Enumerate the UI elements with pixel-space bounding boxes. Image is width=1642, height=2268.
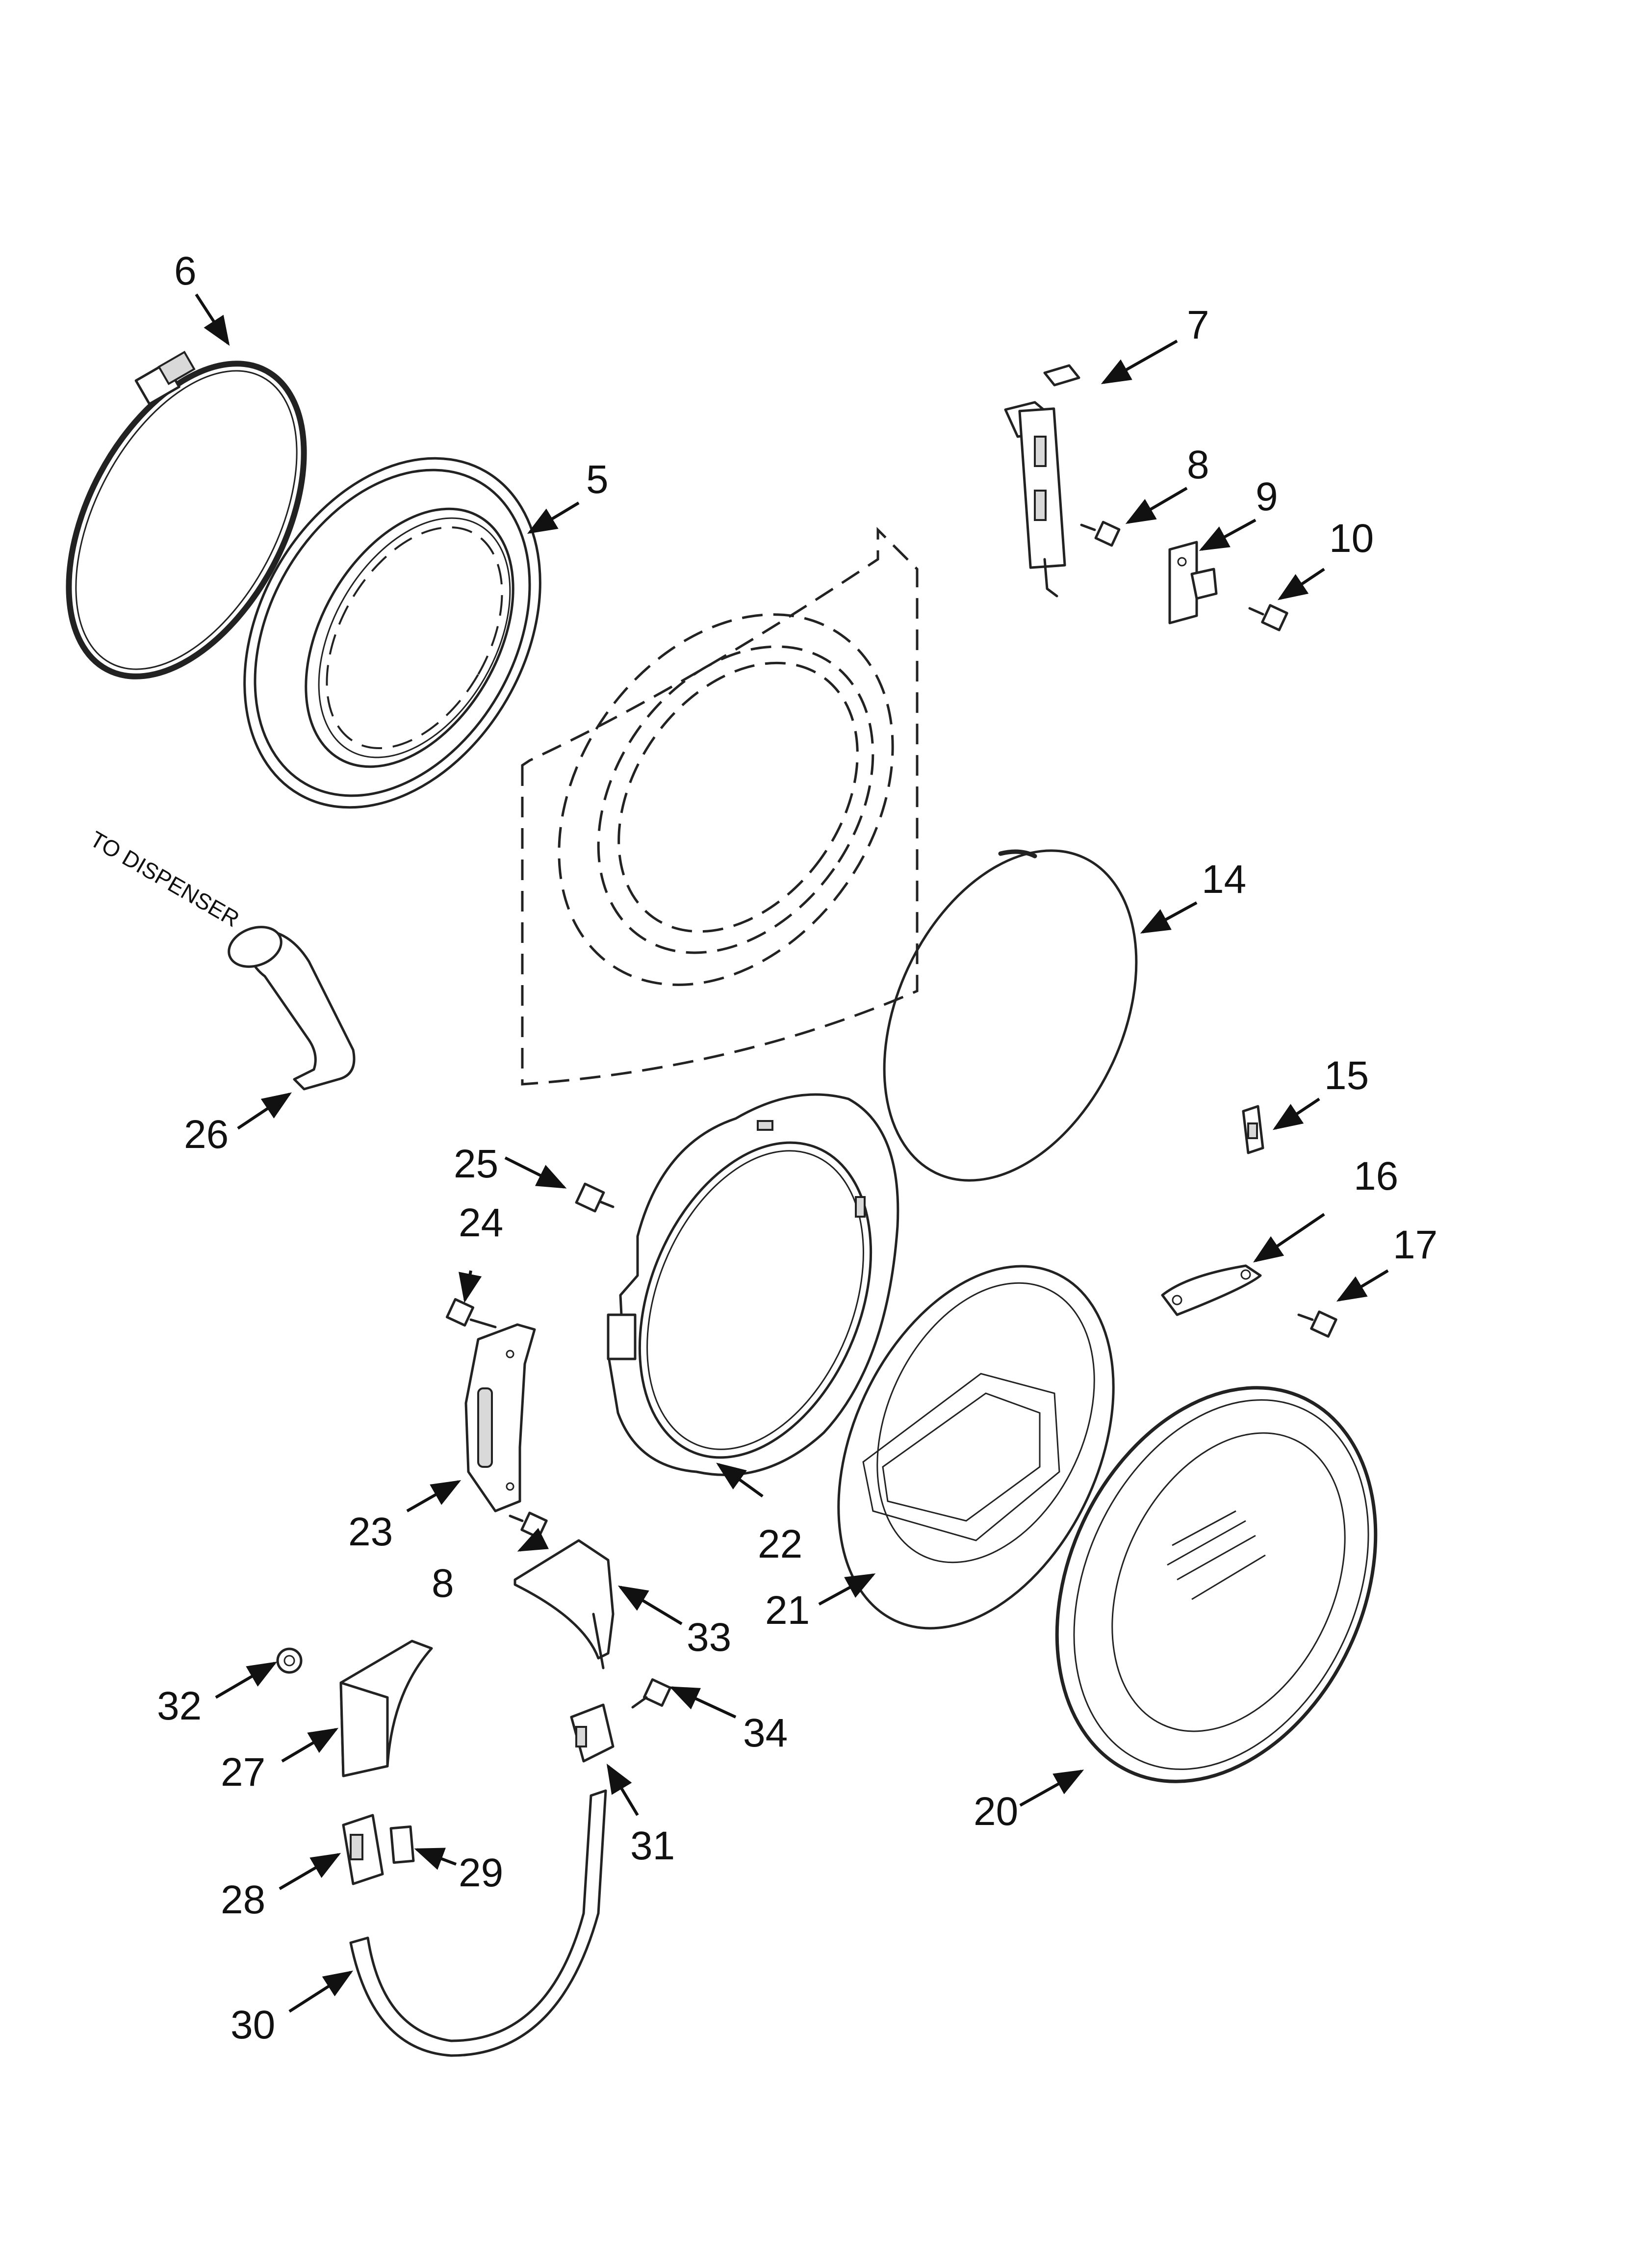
callout-28: 28	[221, 1877, 265, 1922]
part-14-door-gasket	[883, 849, 1138, 1182]
part-8-screw-bottom	[509, 1512, 548, 1539]
callout-9: 9	[1256, 474, 1278, 519]
part-25-screw	[575, 1182, 615, 1213]
part-7-door-lock	[1004, 364, 1080, 598]
part-16-hinge-plate	[1161, 1264, 1262, 1316]
to-dispenser-note: TO DISPENSER	[86, 826, 244, 932]
part-22-inner-door-frame	[607, 1093, 899, 1476]
callout-31: 31	[630, 1824, 675, 1868]
leader-lines	[195, 293, 1389, 2013]
part-33-handle-cover	[513, 1539, 615, 1669]
callout-30: 30	[231, 2003, 275, 2047]
callout-26: 26	[184, 1112, 229, 1157]
callout-27: 27	[221, 1750, 265, 1795]
callout-29: 29	[459, 1851, 503, 1895]
part-10-screw	[1248, 604, 1288, 631]
part-8-screw-top	[1080, 521, 1121, 547]
callout-17: 17	[1393, 1223, 1437, 1267]
part-6-clamp-band	[66, 350, 307, 679]
part-23-hinge	[464, 1323, 536, 1512]
callout-23: 23	[348, 1510, 393, 1554]
callout-6: 6	[174, 249, 197, 293]
callout-14: 14	[1202, 857, 1246, 902]
part-15-clip	[1242, 1105, 1264, 1154]
callout-7: 7	[1187, 303, 1209, 347]
part-34-screw	[631, 1678, 672, 1709]
callout-22: 22	[758, 1522, 802, 1566]
callout-5: 5	[586, 457, 609, 502]
part-27-door-handle	[339, 1640, 433, 1777]
part-30-trim	[349, 1789, 607, 2057]
callout-8-bottom: 8	[432, 1561, 454, 1606]
callout-25: 25	[454, 1142, 498, 1186]
part-21-inner-glass	[837, 1265, 1115, 1630]
callout-33: 33	[687, 1615, 731, 1660]
front-panel-outline	[521, 526, 919, 1086]
callout-8-top: 8	[1187, 443, 1209, 487]
callout-10: 10	[1329, 516, 1374, 561]
part-5-door-boot	[243, 457, 541, 809]
callout-labels: 6 5 7 8 9 10 14 15 16 17 20 21 22 23 24 …	[157, 249, 1437, 2047]
part-26-dispenser-hose	[228, 926, 356, 1091]
callout-24: 24	[459, 1200, 503, 1245]
callout-21: 21	[765, 1588, 810, 1633]
part-17-screw	[1297, 1310, 1337, 1338]
part-28-latch	[342, 1814, 384, 1885]
part-9-strike	[1168, 541, 1218, 625]
part-20-outer-door	[1055, 1386, 1378, 1783]
callout-34: 34	[743, 1711, 788, 1755]
part-29-insert	[389, 1825, 415, 1864]
part-31-handle-bracket	[570, 1703, 615, 1763]
callout-15: 15	[1324, 1053, 1369, 1098]
part-32-knob	[276, 1647, 303, 1674]
callout-32: 32	[157, 1684, 202, 1728]
part-24-screw	[445, 1298, 497, 1329]
callout-20: 20	[974, 1789, 1018, 1834]
callout-16: 16	[1354, 1154, 1398, 1199]
